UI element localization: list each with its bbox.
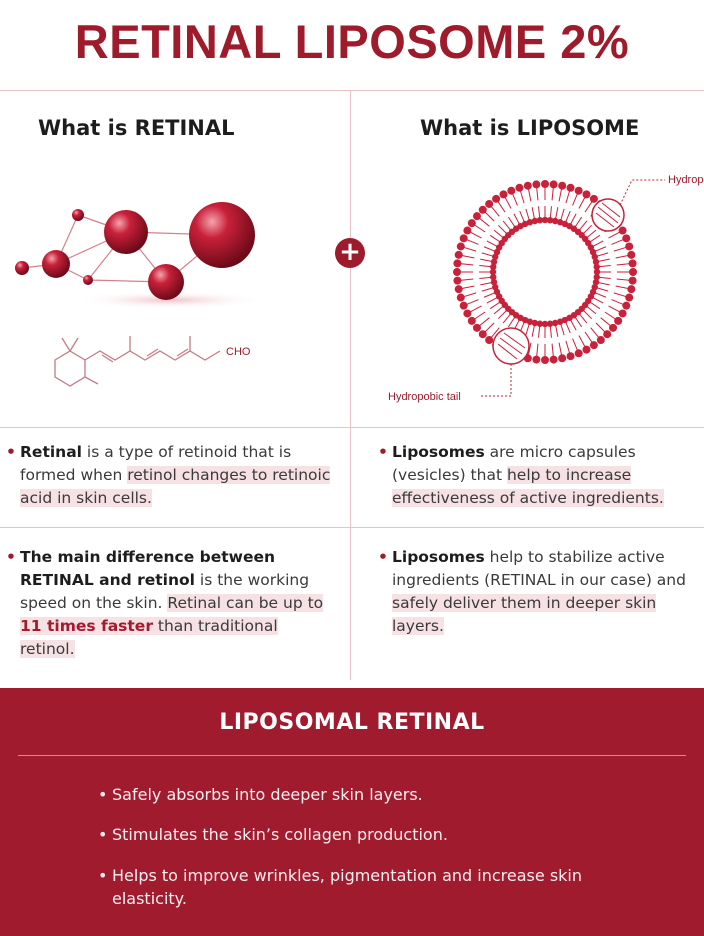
bullet-emphasis: 11 times faster — [20, 617, 153, 635]
bullet-dot: • — [6, 443, 16, 461]
row-divider-2 — [0, 527, 704, 528]
band-item-1: •Safely absorbs into deeper skin layers. — [98, 785, 423, 804]
page-title: RETINAL LIPOSOME 2% — [74, 15, 630, 68]
top-divider — [0, 90, 704, 91]
hydrophilic-head-label: Hydrophilic head — [668, 174, 704, 186]
bullet-highlight: safely deliver them in deeper skin layer… — [392, 594, 657, 635]
atom-large — [189, 202, 255, 268]
bullet-text: is the working speed on the skin. — [20, 571, 310, 612]
bullet-bold: Liposomes — [392, 548, 485, 566]
bullet-text: are micro capsules (vesicles) that — [392, 443, 636, 484]
plus-icon: + — [335, 238, 365, 268]
retinal-skeletal-formula — [54, 336, 221, 387]
bullet-dot: • — [6, 548, 16, 566]
liposome-bullet-2: • Liposomes help to stabilize active ing… — [378, 546, 702, 638]
band-item-text: Helps to improve wrinkles, pigmentation … — [112, 866, 582, 908]
atom-medium-1 — [42, 250, 70, 278]
band-item-2: •Stimulates the skin’s collagen producti… — [98, 825, 448, 844]
bullet-dot: • — [378, 548, 388, 566]
bullet-text: is a type of retinoid that is formed whe… — [20, 443, 292, 484]
retinal-bullet-1: • Retinal is a type of retinoid that is … — [6, 441, 332, 510]
liposome-bullet-1: • Liposomes are micro capsules (vesicles… — [378, 441, 702, 510]
band-item-text: Stimulates the skin’s collagen productio… — [112, 825, 448, 844]
retinal-molecule-illustration: CHO — [15, 202, 265, 387]
bullet-bold: Retinal — [20, 443, 82, 461]
atom-small-2 — [72, 209, 84, 221]
bullet-text: help to stabilize active ingredients (RE… — [392, 548, 686, 589]
bullet-bold: The main difference between RETINAL and … — [20, 548, 276, 589]
atom-small-1 — [15, 261, 29, 275]
band-item-text: Safely absorbs into deeper skin layers. — [112, 785, 423, 804]
row-divider-1 — [0, 427, 704, 428]
band-divider — [18, 755, 686, 756]
retinal-heading: What is RETINAL — [38, 116, 235, 140]
atom-medium-3 — [148, 264, 184, 300]
retinal-bullet-2: • The main difference between RETINAL an… — [6, 546, 336, 661]
liposomal-retinal-band: LIPOSOMAL RETINAL •Safely absorbs into d… — [0, 688, 704, 936]
liposome-heading: What is LIPOSOME — [420, 116, 640, 140]
center-divider — [350, 90, 351, 680]
atom-medium-2 — [104, 210, 148, 254]
molecule-cho-label: CHO — [226, 346, 251, 358]
liposome-illustration: Hydrophilic head Hydropobic tail — [388, 174, 704, 403]
bullet-bold: Liposomes — [392, 443, 485, 461]
band-title: LIPOSOMAL RETINAL — [219, 710, 485, 735]
bullet-highlight: Retinal can be up to — [167, 594, 324, 612]
atom-small-3 — [83, 275, 93, 285]
bullet-dot: • — [378, 443, 388, 461]
band-item-3: •Helps to improve wrinkles, pigmentation… — [98, 866, 582, 908]
hydropobic-tail-label: Hydropobic tail — [388, 391, 461, 403]
